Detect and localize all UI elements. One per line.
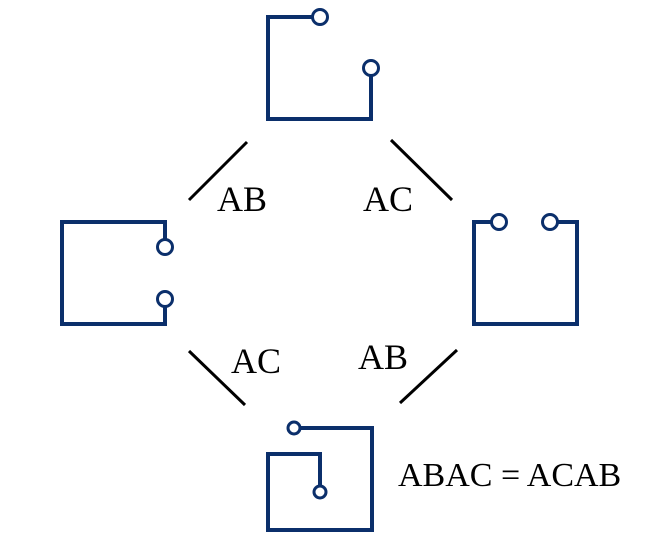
shape-bottom [266, 420, 374, 532]
shape-right [472, 213, 579, 326]
edge-top-left [187, 140, 249, 202]
edge-top-right [389, 138, 454, 202]
shape-left-terminal-1 [156, 238, 174, 256]
shape-top-terminal-2 [362, 59, 380, 77]
shape-right-outline [472, 220, 579, 326]
edge-bottom-right [398, 348, 459, 405]
shape-left-outline [60, 220, 167, 326]
edge-bottom-left [187, 349, 247, 407]
label-bottom-left: AC [231, 341, 281, 381]
label-top-left: AB [217, 179, 267, 219]
equation-label: ABAC = ACAB [398, 457, 621, 494]
shape-top-outline [266, 15, 373, 121]
shape-bottom-terminal-1 [286, 420, 302, 436]
shape-bottom-terminal-2 [312, 484, 328, 500]
diagram-edges [187, 138, 459, 407]
shape-right-terminal-2 [541, 213, 559, 231]
shape-left-terminal-2 [156, 290, 174, 308]
shape-left [60, 220, 174, 326]
shape-top-terminal-1 [311, 8, 329, 26]
label-bottom-right: AB [358, 337, 408, 377]
shape-right-terminal-1 [490, 213, 508, 231]
label-top-right: AC [363, 179, 413, 219]
shape-top [266, 8, 380, 121]
shape-bottom-outline [266, 426, 374, 532]
